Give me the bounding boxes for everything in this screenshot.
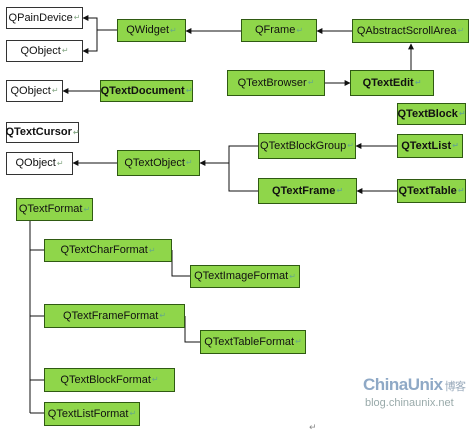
node-qtexttable: QTextTable↵ (397, 179, 466, 203)
edge-qtextimageformat-qtextcharformat (171, 250, 190, 277)
node-qtextblockformat: QTextBlockFormat↵ (44, 368, 175, 392)
node-qtextbrowser: QTextBrowser↵ (227, 70, 325, 96)
node-qabstractscrollarea: QAbstractScrollArea↵ (352, 19, 469, 43)
node-qtextedit: QTextEdit↵ (350, 70, 434, 96)
node-qpaindevice: QPainDevice↵ (6, 7, 83, 29)
node-qtextcursor: QTextCursor↵ (5, 122, 80, 143)
node-qtextlist: QTextList↵ (397, 134, 463, 158)
node-qframe: QFrame↵ (241, 19, 317, 42)
node-qtextframeformat: QTextFrameFormat↵ (44, 304, 185, 328)
paragraph-return-mark: ↵ (309, 422, 317, 432)
edge-qtextframe-qtextobject (228, 163, 258, 192)
node-qtextimageformat: QTextImageFormat↵ (190, 265, 300, 288)
node-qtextlistformat: QTextListFormat↵ (44, 402, 140, 426)
node-qwidget: QWidget↵ (117, 19, 186, 42)
connector-lines (29, 15, 414, 414)
node-qtexttableformat: QTextTableFormat↵ (200, 330, 306, 354)
node-qtextobject: QTextObject↵ (117, 150, 200, 176)
edge-qwidget-qobject (82, 30, 98, 54)
node-qobject-2: QObject↵ (6, 80, 63, 102)
node-qobject-1: QObject↵ (6, 40, 83, 62)
node-qobject-3: QObject↵ (6, 152, 73, 175)
node-qtextblock: QTextBlock↵ (397, 103, 466, 125)
node-qtextcharformat: QTextCharFormat↵ (44, 239, 172, 262)
node-qtextformat: QTextFormat↵ (16, 198, 93, 221)
edge-qwidget-qpaindevice (82, 15, 117, 31)
watermark-url: blog.chinaunix.net (365, 397, 454, 409)
edge-qtextblockgroup-qtextobject (199, 145, 258, 166)
node-qtextdocument: QTextDocument↵ (100, 80, 193, 102)
node-qtextblockgroup: QTextBlockGroup↵ (258, 133, 356, 159)
edge-qtexttableformat-qtextframeformat (184, 316, 200, 343)
node-qtextframe: QTextFrame↵ (258, 178, 357, 204)
